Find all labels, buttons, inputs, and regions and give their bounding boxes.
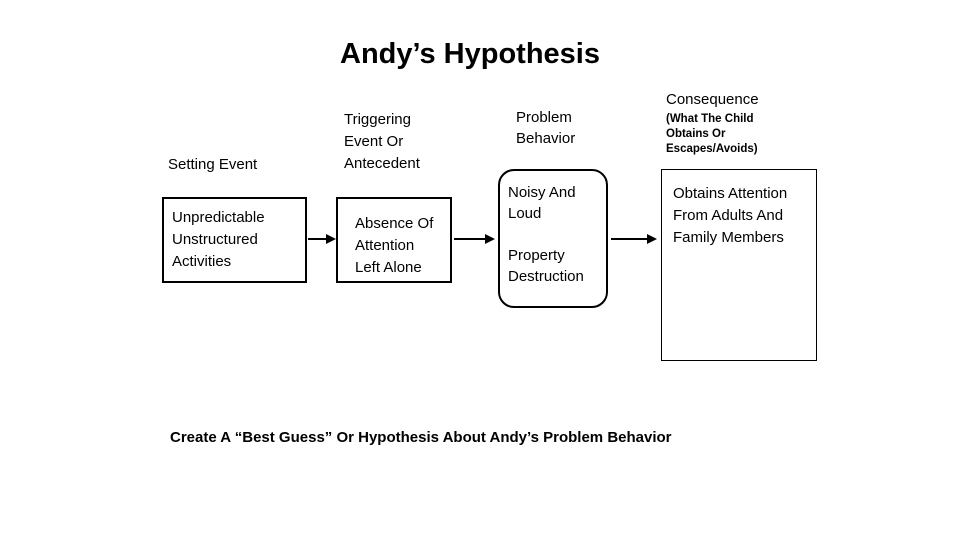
consequence-subtitle: (What The Child Obtains Or Escapes/Avoid… [666,113,758,155]
slide-title: Andy’s Hypothesis [340,38,600,70]
arrow-antecedent-to-behavior [454,234,495,244]
column-header-problem-behavior: Problem Behavior [516,109,576,147]
antecedent-box: Absence Of Attention Left Alone [336,197,452,283]
arrow-behavior-to-consequence [611,234,657,244]
setting-event-box: Unpredictable Unstructured Activities [162,197,307,283]
arrow-setting-to-antecedent [308,234,336,244]
column-header-setting-event: Setting Event [168,156,258,173]
footer-instruction: Create A “Best Guess” Or Hypothesis Abou… [170,429,672,446]
consequence-box: Obtains Attention From Adults And Family… [661,169,817,361]
problem-behavior-box: Noisy And Loud Property Destruction [498,169,608,308]
column-header-consequence: Consequence [666,91,759,108]
column-header-triggering-event: Triggering Event Or Antecedent [344,111,420,172]
